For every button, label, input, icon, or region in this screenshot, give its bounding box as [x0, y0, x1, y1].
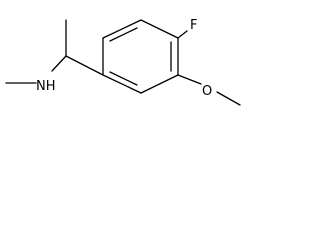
bond-ring-to-oxygen: [177, 74, 202, 85]
ring-double-bond: [109, 71, 138, 86]
ring-bond: [102, 74, 142, 94]
ring-bond: [102, 19, 142, 39]
bond-methine-to-nitrogen: [51, 55, 67, 72]
amine-label: NH: [36, 79, 56, 94]
ring-bond: [140, 74, 179, 94]
bond-ring-to-methine: [65, 55, 104, 76]
ring-double-bond: [109, 27, 138, 42]
ring-bond: [140, 19, 179, 39]
molecule-structure: F O NH: [5, 18, 241, 106]
structure-canvas: F O NH: [0, 0, 246, 120]
bond-oxygen-to-methyl: [216, 91, 241, 106]
fluorine-label: F: [190, 18, 197, 33]
oxygen-label: O: [202, 84, 212, 99]
bond-ring-to-fluorine: [177, 30, 188, 39]
